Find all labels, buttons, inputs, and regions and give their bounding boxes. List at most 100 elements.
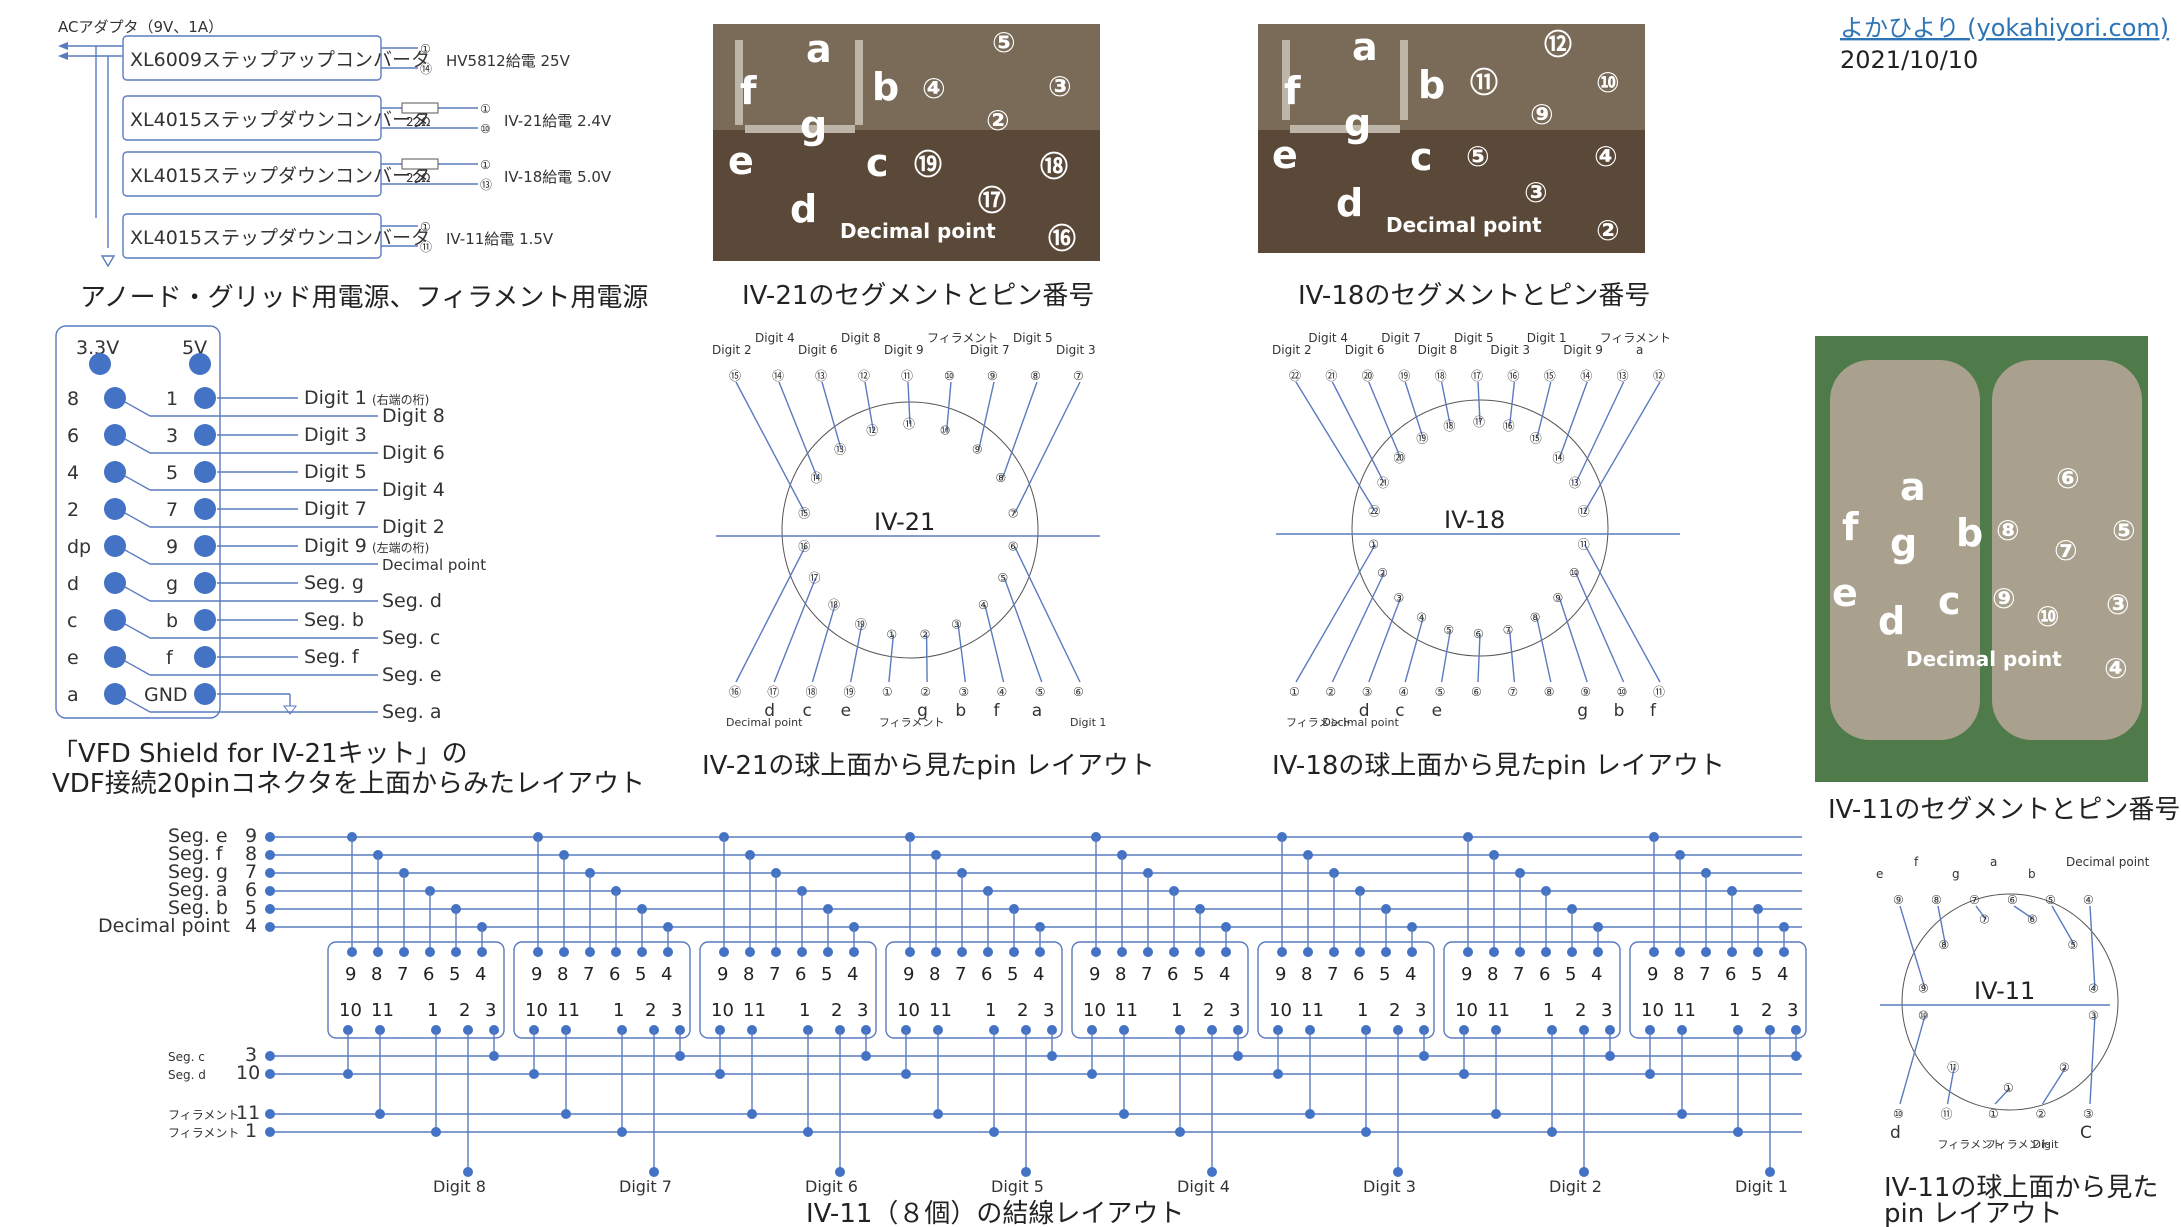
- wiring-caption: IV-11（８個）の結線レイアウト: [806, 1199, 1184, 1227]
- iv11-pin-6: ⑥: [2056, 462, 2080, 495]
- iv11-bottom-pin: ⑪: [1941, 1107, 1953, 1121]
- wiring-tube-top-pin: 4: [1777, 964, 1788, 985]
- iv11-top-label: g: [1952, 867, 1960, 881]
- connector-caption-2: VDF接続20pinコネクタを上面からみたレイアウト: [52, 769, 645, 799]
- author-link[interactable]: よかひより (yokahiyori.com): [1840, 14, 2169, 42]
- wiring-rail-label: Decimal point: [98, 915, 230, 937]
- iv11-top-pin: ⑤: [2045, 893, 2056, 907]
- connector-pin-left-label: e: [67, 647, 79, 669]
- wiring-tube-bottom-pin: 3: [857, 1000, 868, 1021]
- iv11-top-pin-inner: ⑧: [1938, 938, 1949, 952]
- iv11-top-label: e: [1876, 867, 1883, 881]
- iv11-bottom-label: d: [1890, 1123, 1901, 1143]
- iv21-bottom-pin-inner: ②: [920, 628, 931, 642]
- iv21-pin-18: ⑱: [1040, 150, 1068, 183]
- iv21-top-pin-inner: ⑩: [940, 424, 951, 438]
- conv1-pin-b: ⑭: [420, 62, 432, 76]
- iv18-bottom-pin: ⑧: [1544, 685, 1555, 699]
- iv21-seg-f: f: [740, 69, 757, 113]
- iv18-dp-label: Decimal point: [1386, 213, 1542, 237]
- power-caption: アノード・グリッド用電源、フィラメント用電源: [80, 283, 648, 313]
- wiring-rail-label: フィラメント: [168, 1108, 239, 1122]
- iv18-top-label: Digit 1: [1527, 331, 1567, 345]
- wiring-tube-top-pin: 5: [1007, 964, 1018, 985]
- resistor-2-label: 22Ω: [406, 171, 430, 185]
- wiring-digit-label: Digit 3: [1363, 1177, 1416, 1196]
- iv18-bottom-pin-inner: ⑦: [1503, 623, 1514, 637]
- iv18-top-pin: ㉒: [1289, 369, 1301, 383]
- iv21-pin-19: ⑲: [914, 148, 942, 181]
- iv18-top-pin-inner: ⑲: [1416, 432, 1428, 446]
- iv11-top-pin: ⑦: [1969, 893, 1980, 907]
- iv21-seg-g: g: [800, 103, 827, 147]
- wiring-tube-top-pin: 9: [531, 964, 542, 985]
- connector-3v3: 3.3V: [76, 337, 119, 359]
- iv18-top-label: フィラメント: [1600, 331, 1671, 345]
- iv11-bottom-pin: ⑩: [1893, 1107, 1904, 1121]
- wiring-tube-top-pin: 4: [1591, 964, 1602, 985]
- wiring-tube-bottom-pin: 3: [1601, 1000, 1612, 1021]
- connector-left-signal: Decimal point: [382, 556, 486, 574]
- iv18-bottom-pin-inner: ⑥: [1473, 627, 1484, 641]
- wiring-tube-top-pin: 5: [1565, 964, 1576, 985]
- wiring-rail-end: [265, 868, 275, 878]
- wiring-rail-pin: 3: [245, 1044, 257, 1066]
- iv21-top-pin-inner: ⑪: [903, 417, 915, 431]
- iv21-pin-5: ⑤: [992, 26, 1016, 59]
- iv18-top-pin: ⑬: [1617, 369, 1629, 383]
- iv18-bottom-pin-inner: ⑨: [1553, 591, 1564, 605]
- iv11-bottom-pin: ③: [2083, 1107, 2094, 1121]
- wiring-rail-end: [265, 904, 275, 914]
- wiring-tube-bottom-pin: 10: [897, 1000, 920, 1021]
- wiring-digit-label: Digit 7: [619, 1177, 672, 1196]
- wiring-tube-top-pin: 7: [769, 964, 780, 985]
- wiring-tube-top-pin: 5: [1379, 964, 1390, 985]
- wiring-tube-bottom-pin: 11: [557, 1000, 580, 1021]
- wiring-tube-top-pin: 9: [1275, 964, 1286, 985]
- iv18-bottom-pin-inner: ④: [1416, 610, 1427, 624]
- connector-left-signal: Digit 2: [382, 516, 445, 538]
- iv18-pin-11: ⑪: [1470, 66, 1498, 99]
- wiring-tube-box: [885, 941, 1063, 1039]
- iv18-bottom-pin-inner: ③: [1393, 591, 1404, 605]
- iv11-pin-3: ③: [2106, 588, 2130, 621]
- iv21-bottom-pin-inner: ⑱: [828, 598, 840, 612]
- iv11-pin-4: ④: [2104, 652, 2128, 685]
- wiring-tube-bottom-pin: 10: [339, 1000, 362, 1021]
- wiring-tube-bottom-pin: 1: [1543, 1000, 1554, 1021]
- connector-pin-left: [104, 424, 126, 446]
- iv21-bottom-pin: ④: [997, 685, 1008, 699]
- wiring-tube-bottom-pin: 2: [1203, 1000, 1214, 1021]
- iv18-bottom-pin: ⑩: [1617, 685, 1628, 699]
- iv18-seg-e: e: [1272, 133, 1298, 177]
- iv18-top-pin-inner: ⑰: [1473, 415, 1485, 429]
- connector-pin-left-label: d: [67, 573, 79, 595]
- iv18-top-pin: ⑲: [1398, 369, 1410, 383]
- iv21-top-label: Digit 3: [1056, 343, 1096, 357]
- connector-pin-left: [104, 609, 126, 631]
- iv18-bottom-pin: ⑤: [1435, 685, 1446, 699]
- iv11-bottom-pin: ②: [2036, 1107, 2047, 1121]
- wiring-rail-pin: 7: [245, 861, 257, 883]
- iv21-bottom-pin-inner: ⑥: [1008, 540, 1019, 554]
- iv21-top-label: フィラメント: [927, 331, 998, 345]
- iv18-top-label: Digit 9: [1563, 343, 1603, 357]
- wiring-tube-top-pin: 6: [1167, 964, 1178, 985]
- iv18-bottom-pin: ④: [1398, 685, 1409, 699]
- wiring-tube-bottom-pin: 2: [831, 1000, 842, 1021]
- iv11-top-pin: ⑨: [1893, 893, 1904, 907]
- iv18-top-pin: ⑯: [1507, 369, 1519, 383]
- iv11-bottom-label: フィラメント: [1985, 1138, 2050, 1151]
- iv18-bottom-pin: ⑦: [1507, 685, 1518, 699]
- wiring-rail-label: Seg. a: [168, 879, 228, 901]
- iv11-seg-f: f: [1842, 505, 1859, 549]
- iv18-top-pin-inner: ⑭: [1553, 451, 1565, 465]
- iv18-pin-9: ⑨: [1530, 98, 1554, 131]
- connector-pin-right-label: 1: [166, 388, 178, 410]
- connector-pin-right: [194, 424, 216, 446]
- iv21-top-label: Digit 8: [841, 331, 881, 345]
- wiring-tube-top-pin: 8: [743, 964, 754, 985]
- connector-left-signal: Seg. e: [382, 664, 442, 686]
- adapter-label: ACアダプタ（9V、1A）: [58, 18, 223, 36]
